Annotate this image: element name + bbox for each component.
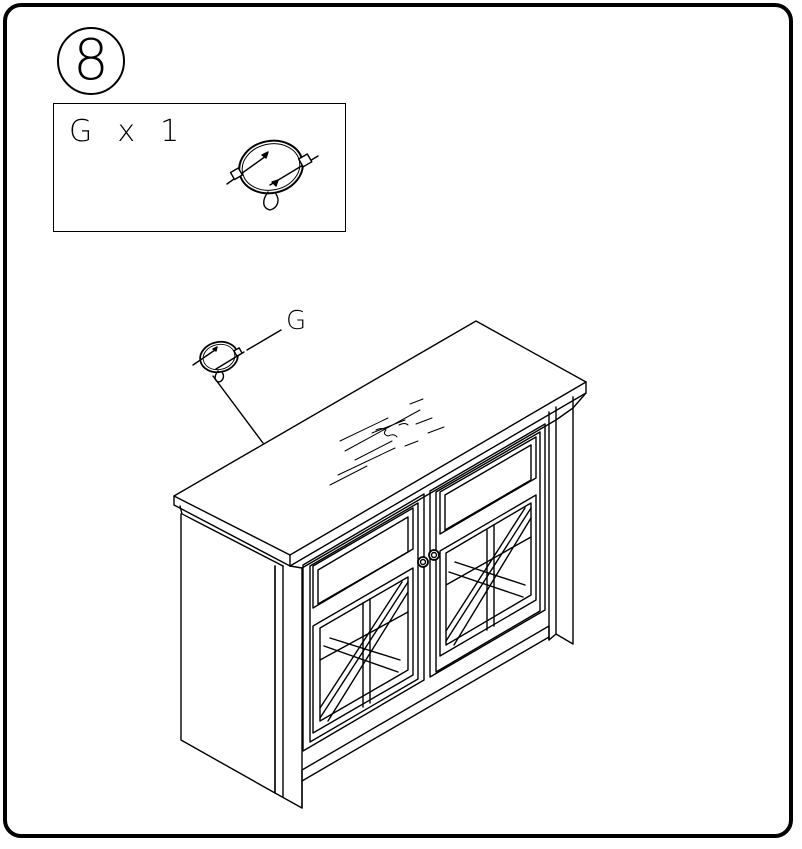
door-knobs [417, 549, 440, 568]
right-door [429, 423, 546, 678]
callout-strap-icon [192, 329, 282, 444]
step-number: 8 [73, 28, 109, 93]
cable-strap-icon [226, 139, 319, 211]
callout-label-g: G [286, 306, 307, 336]
instruction-frame [3, 3, 793, 838]
parts-list-box [53, 103, 346, 232]
parts-quantity-label: G x 1 [69, 114, 182, 149]
step-number-badge: 8 [57, 27, 125, 95]
cabinet-illustration [173, 320, 587, 809]
left-door [302, 493, 425, 752]
